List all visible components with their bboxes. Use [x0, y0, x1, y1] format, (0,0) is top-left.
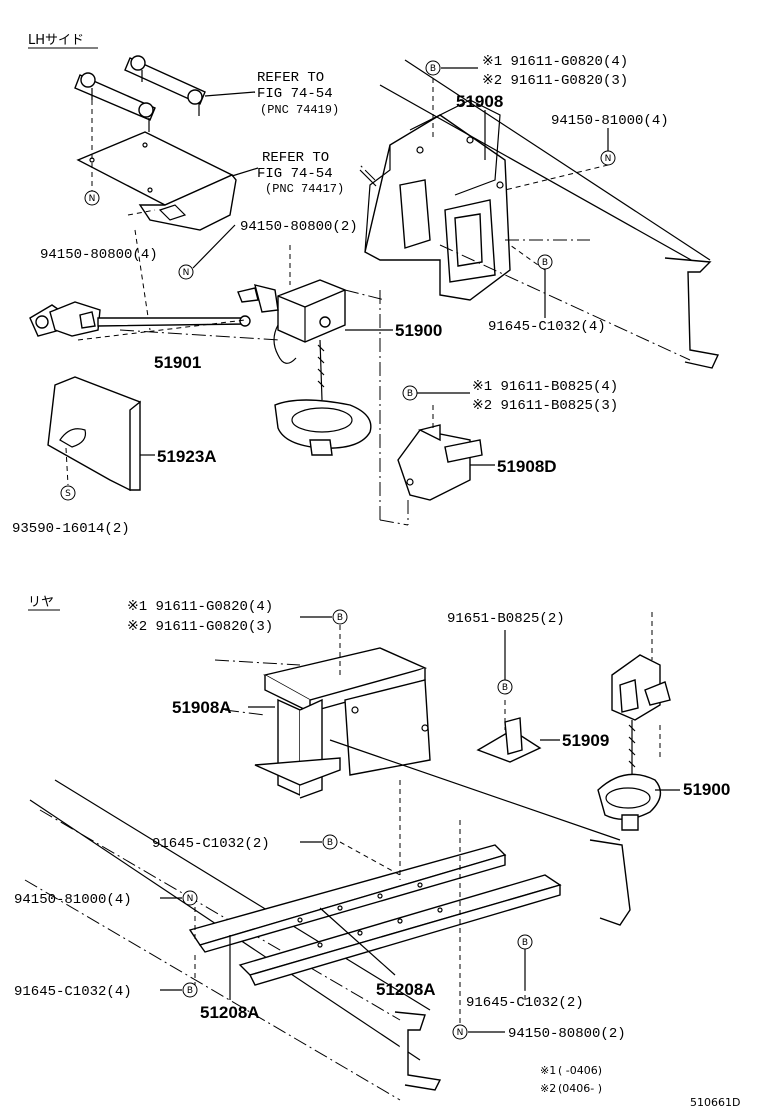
label-51908: 51908 — [456, 92, 503, 111]
callout-b-rear-4: B — [517, 934, 533, 950]
refer-note-2-line1: REFER TO — [262, 150, 329, 166]
callout-n-top-3: N — [178, 264, 194, 280]
label-rear-91611-g0820-1: ※1 91611-G0820(4) — [127, 599, 273, 615]
label-94150-80800-2-rear: 94150-80800(2) — [508, 1026, 626, 1042]
svg-text:N: N — [89, 194, 96, 204]
refer-note-1-line1: REFER TO — [257, 70, 324, 86]
callout-b-top-1: B — [425, 60, 441, 76]
label-51908d: 51908D — [497, 457, 557, 476]
spare-tire-hoist-rear-51900 — [597, 654, 680, 831]
refer-note-1-line2: FIG 74-54 — [257, 86, 333, 102]
footnote-2-range: (0406- ) — [558, 1082, 602, 1095]
svg-text:N: N — [183, 268, 190, 278]
label-51900-rear: 51900 — [683, 780, 730, 799]
sill-plates-51208a — [188, 844, 562, 986]
svg-text:B: B — [542, 258, 548, 268]
svg-text:N: N — [457, 1028, 464, 1038]
callout-b-rear-5: B — [182, 982, 198, 998]
svg-text:B: B — [407, 389, 413, 399]
label-91645-c1032-2-b: 91645-C1032(2) — [466, 995, 584, 1011]
label-51900-top: 51900 — [395, 321, 442, 340]
bracket-51909 — [476, 717, 560, 763]
callout-s-top-1: S — [60, 485, 76, 501]
label-91645-c1032-2-a: 91645-C1032(2) — [152, 836, 270, 852]
callout-b-rear-2: B — [497, 679, 513, 695]
callout-n-top-2: N — [84, 190, 100, 206]
svg-text:B: B — [337, 613, 343, 623]
callout-b-top-2: B — [537, 254, 553, 270]
figure-id: 510661D — [690, 1096, 740, 1109]
footnote-2-mark: ※2 — [540, 1082, 556, 1095]
bracket-51908d — [397, 424, 495, 501]
section-title-rear: リヤ — [28, 595, 54, 610]
svg-text:B: B — [430, 64, 436, 74]
bracket-straps-group — [74, 55, 256, 132]
callout-n-top-1: N — [600, 150, 616, 166]
callout-b-top-3: B — [402, 385, 418, 401]
svg-text:B: B — [502, 683, 508, 693]
label-51901: 51901 — [154, 353, 201, 372]
callout-n-rear-2: N — [452, 1024, 468, 1040]
label-94150-80800-2: 94150-80800(2) — [240, 219, 358, 235]
refer-note-2-line3: (PNC 74417) — [265, 182, 344, 196]
footnote-1-range: ( -0406) — [558, 1064, 602, 1077]
label-91611-g0820-2: ※2 91611-G0820(3) — [482, 73, 628, 89]
hanger-bracket-51908 — [364, 99, 511, 301]
carrier-plate — [76, 131, 259, 231]
label-93590-16014-2: 93590-16014(2) — [12, 521, 130, 537]
label-91611-g0820-1: ※1 91611-G0820(4) — [482, 54, 628, 70]
winch-shaft-51901 — [29, 301, 251, 337]
svg-text:N: N — [187, 894, 194, 904]
label-91645-c1032-4-rear: 91645-C1032(4) — [14, 984, 132, 1000]
section-title-lh-side: LHサイド — [28, 33, 84, 48]
label-94150-80800-4: 94150-80800(4) — [40, 247, 158, 263]
label-91611-b0825-1: ※1 91611-B0825(4) — [472, 379, 618, 395]
svg-text:N: N — [605, 154, 612, 164]
label-51909: 51909 — [562, 731, 609, 750]
footnote-1-mark: ※1 — [540, 1064, 556, 1077]
label-94150-81000-4: 94150-81000(4) — [551, 113, 669, 129]
callout-n-rear-1: N — [182, 890, 198, 906]
crossmember-bracket-51908a — [248, 647, 431, 799]
label-51923a: 51923A — [157, 447, 217, 466]
svg-text:S: S — [65, 489, 71, 499]
label-51908a: 51908A — [172, 698, 232, 717]
label-51208a-2: 51208A — [200, 1003, 260, 1022]
label-rear-91611-g0820-2: ※2 91611-G0820(3) — [127, 619, 273, 635]
svg-text:B: B — [187, 986, 193, 996]
svg-text:B: B — [327, 838, 333, 848]
refer-note-2-line2: FIG 74-54 — [257, 166, 333, 182]
refer-note-1-line3: (PNC 74419) — [260, 103, 339, 117]
spare-tire-hoist-51900 — [237, 279, 393, 456]
callout-b-rear-3: B — [322, 834, 338, 850]
label-91651-b0825-2: 91651-B0825(2) — [447, 611, 565, 627]
label-91611-b0825-2: ※2 91611-B0825(3) — [472, 398, 618, 414]
frame-rail-top — [379, 59, 720, 369]
label-94150-81000-4-rear: 94150-81000(4) — [14, 892, 132, 908]
callout-b-rear-1: B — [332, 609, 348, 625]
label-51208a-1: 51208A — [376, 980, 436, 999]
frame-rail-rear — [24, 739, 631, 1101]
bracket-51923a — [47, 376, 155, 492]
label-91645-c1032-4-top: 91645-C1032(4) — [488, 319, 606, 335]
svg-text:B: B — [522, 938, 528, 948]
